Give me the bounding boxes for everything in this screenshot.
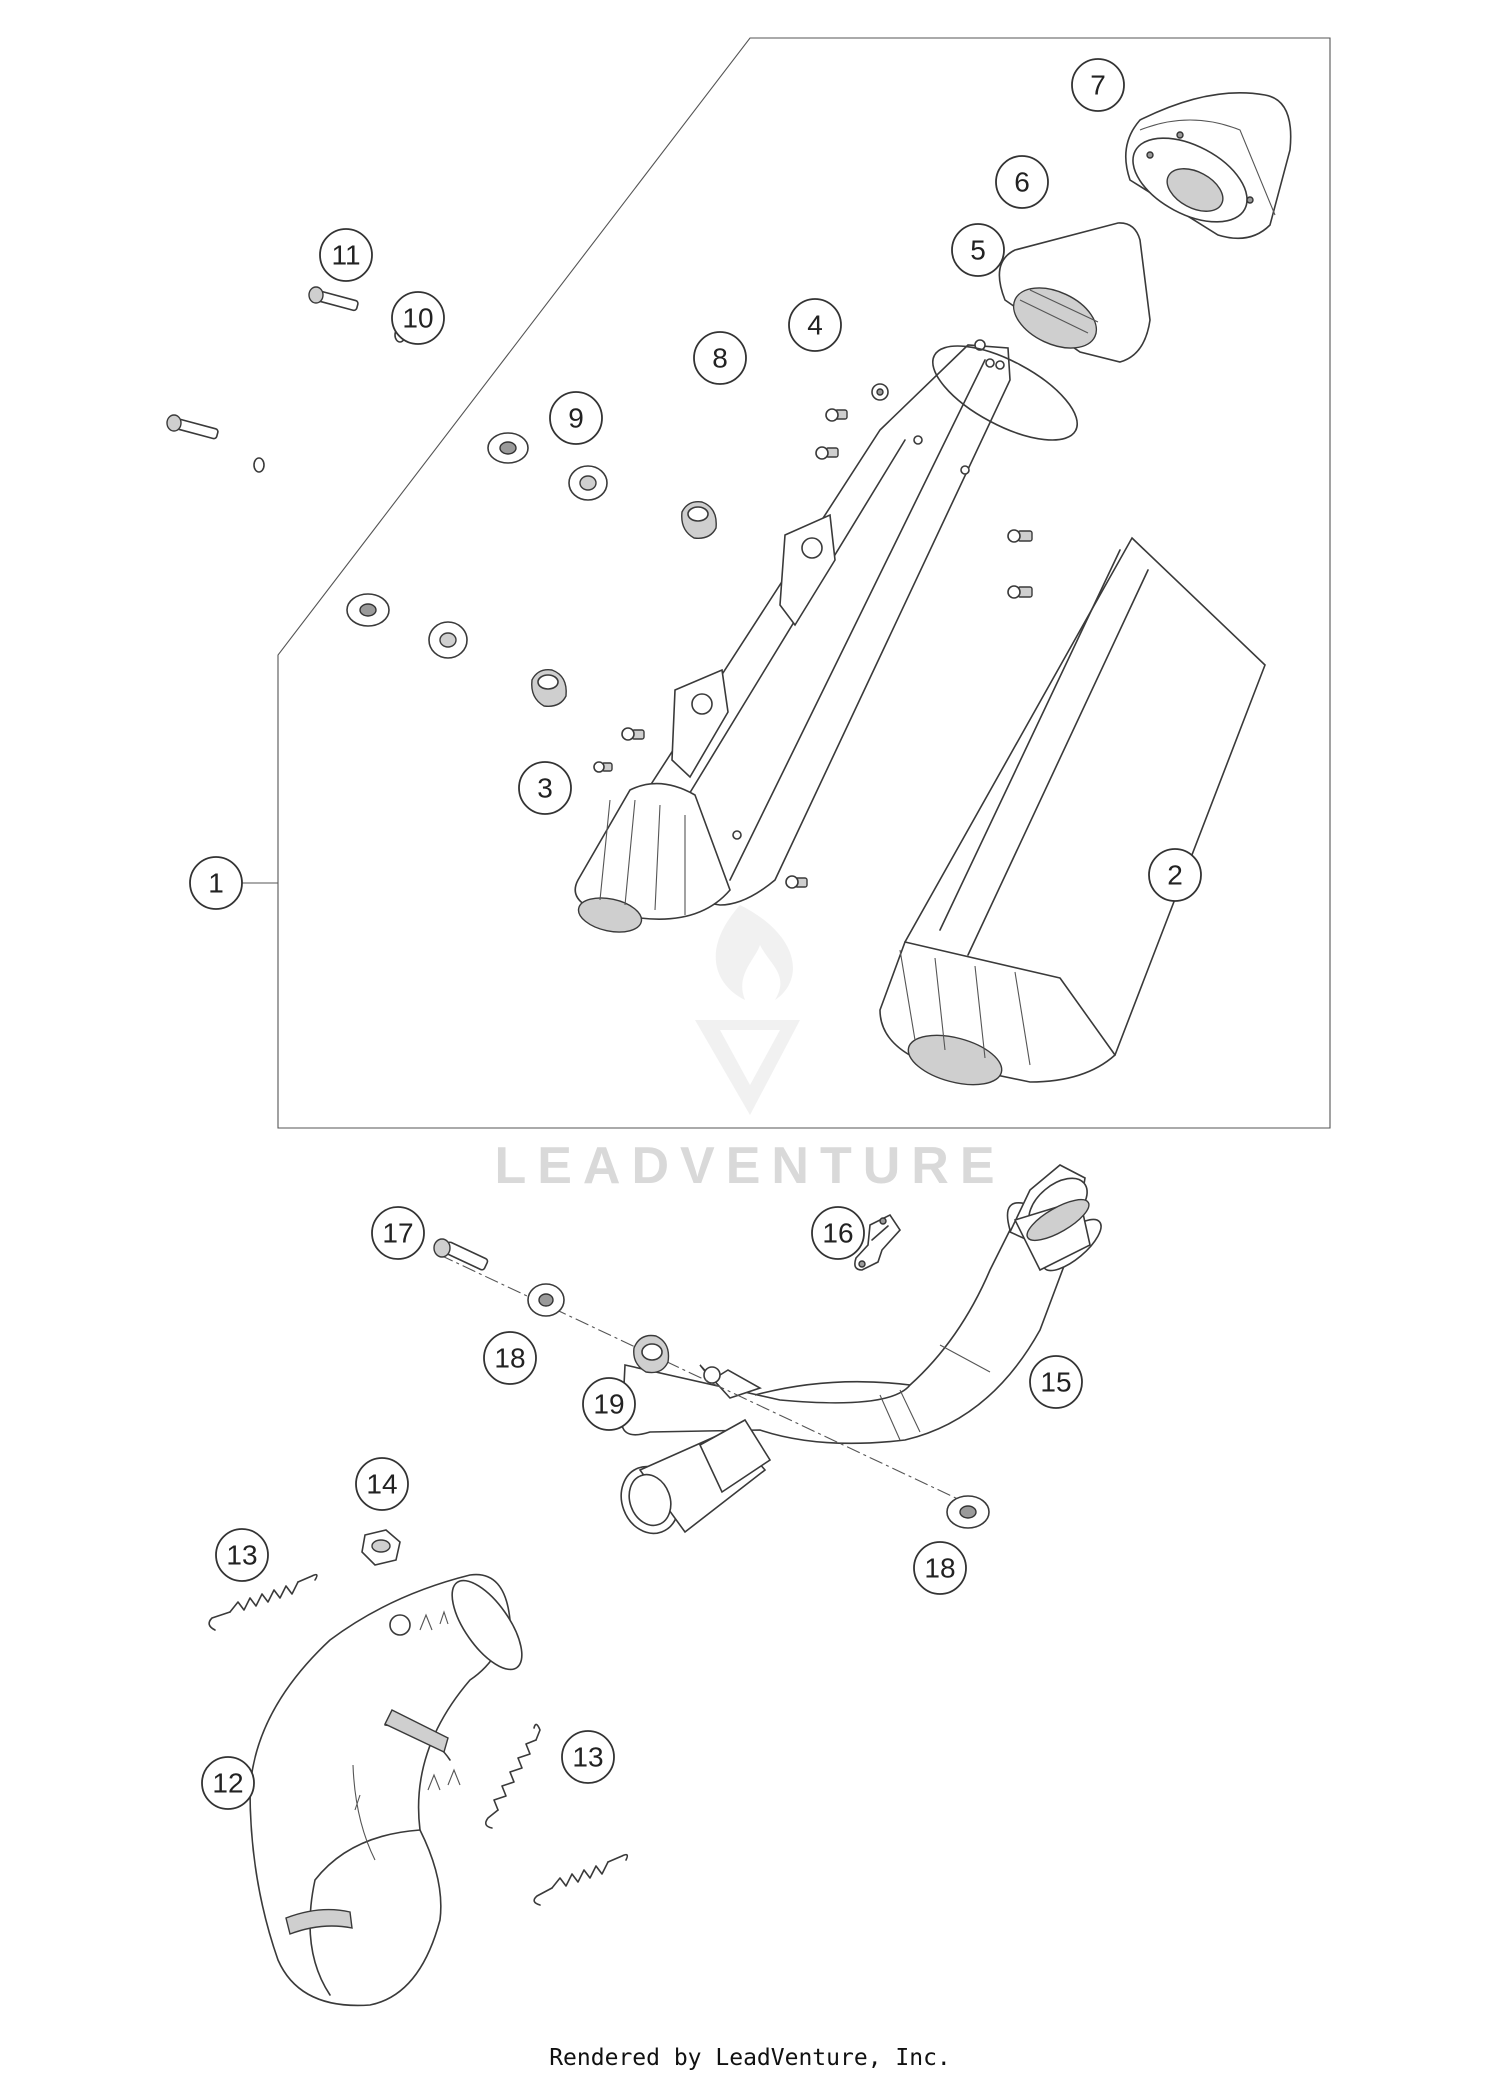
svg-text:6: 6 — [1014, 167, 1030, 198]
svg-text:19: 19 — [593, 1389, 624, 1420]
svg-text:14: 14 — [366, 1469, 397, 1500]
svg-text:13: 13 — [572, 1742, 603, 1773]
grommet-washer-parts-lower — [346, 593, 567, 707]
callout-6: 6 — [995, 155, 1049, 209]
grommet-washer-parts-upper — [487, 432, 717, 539]
spring-part-lower-b — [533, 1853, 629, 1906]
callout-13-upper: 13 — [215, 1528, 269, 1582]
svg-text:13: 13 — [226, 1540, 257, 1571]
svg-text:4: 4 — [807, 310, 823, 341]
callout-4: 4 — [788, 298, 842, 352]
screw-parts — [593, 383, 1033, 889]
svg-text:3: 3 — [537, 773, 553, 804]
watermark-text: LEADVENTURE — [494, 1137, 1005, 1195]
svg-text:1: 1 — [208, 868, 224, 899]
svg-text:2: 2 — [1167, 860, 1183, 891]
callout-16: 16 — [811, 1206, 865, 1260]
svg-text:7: 7 — [1090, 70, 1106, 101]
svg-text:17: 17 — [382, 1218, 413, 1249]
callout-11: 11 — [319, 228, 373, 282]
callout-14: 14 — [355, 1457, 409, 1511]
y-header-pipe-part — [620, 1164, 1102, 1535]
callout-17: 17 — [371, 1206, 425, 1260]
bolt-nut-parts — [166, 286, 406, 473]
nut-part — [361, 1529, 401, 1566]
svg-text:18: 18 — [494, 1343, 525, 1374]
callout-13-lower: 13 — [561, 1730, 615, 1784]
svg-text:15: 15 — [1040, 1367, 1071, 1398]
callout-1: 1 — [189, 856, 243, 910]
svg-text:9: 9 — [568, 403, 584, 434]
callout-9: 9 — [549, 391, 603, 445]
callout-5: 5 — [951, 223, 1005, 277]
callout-3: 3 — [518, 761, 572, 815]
clamp-part — [854, 1213, 902, 1271]
callout-8: 8 — [693, 331, 747, 385]
svg-text:18: 18 — [924, 1553, 955, 1584]
svg-text:16: 16 — [822, 1218, 853, 1249]
callout-15: 15 — [1029, 1355, 1083, 1409]
muffler-body-part — [574, 339, 1011, 933]
svg-text:10: 10 — [402, 303, 433, 334]
callout-18-lower: 18 — [913, 1541, 967, 1595]
spring-part-lower-a — [484, 1723, 541, 1829]
callout-12: 12 — [201, 1756, 255, 1810]
svg-text:12: 12 — [212, 1768, 243, 1799]
muffler-sleeve-part — [879, 536, 1266, 1086]
front-header-pipe-part — [249, 1573, 523, 2007]
callout-18-upper: 18 — [483, 1331, 537, 1385]
callout-7: 7 — [1071, 58, 1125, 112]
inner-end-cap-part — [998, 222, 1151, 363]
leadventure-logo-watermark — [695, 905, 800, 1115]
assembly-outline — [277, 37, 1331, 1129]
outer-end-cap-part — [1124, 92, 1292, 240]
callout-19: 19 — [582, 1377, 636, 1431]
callout-2: 2 — [1148, 848, 1202, 902]
o-ring-part — [931, 345, 1079, 441]
svg-text:11: 11 — [331, 240, 360, 271]
svg-text:8: 8 — [712, 343, 728, 374]
bolt-washer-grommet-parts — [433, 1238, 990, 1529]
footer-credit: Rendered by LeadVenture, Inc. — [549, 2045, 951, 2071]
spring-part-upper — [208, 1573, 318, 1631]
callout-10: 10 — [391, 291, 445, 345]
svg-text:5: 5 — [970, 235, 986, 266]
